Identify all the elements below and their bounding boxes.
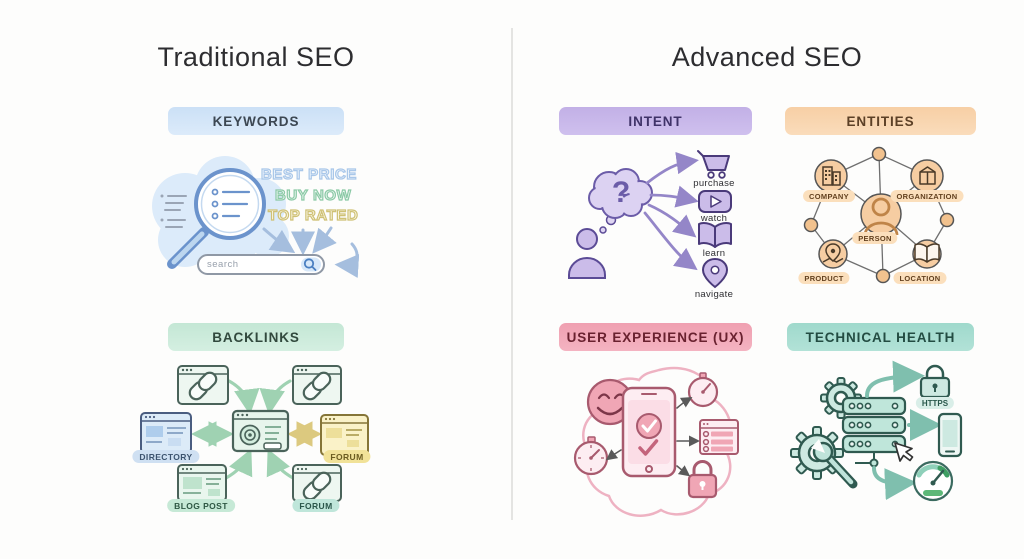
forum-right-label: FORUM [323,450,371,463]
browser-window-forum-right [320,414,369,456]
connector-nodes [803,146,955,284]
chain-link-icon [302,371,332,401]
keywords-art [152,156,360,278]
map-pin-icon [701,257,729,289]
search-icon [303,258,317,271]
text-lines [160,194,187,228]
intent-learn-label: learn [702,248,726,259]
technical-art [790,360,963,502]
directory-label: DIRECTORY [132,450,200,463]
box-icon [919,166,936,185]
ux-illustration [563,356,755,524]
chain-link-icon [302,471,332,501]
serp-term-buy-now: BUY NOW [274,186,352,204]
magnifier-icon [167,168,266,269]
person-icon [568,214,617,279]
browser-window-link-top-right [292,365,342,405]
browser-window-target-site [231,409,290,453]
speedometer-icon [912,460,954,502]
entity-person-label: PERSON [852,232,898,244]
ux-badge: USER EXPERIENCE (UX) [559,323,752,351]
link-arrows [191,379,322,480]
search-bar [197,254,325,275]
intent-art [568,150,732,289]
entity-location-label: LOCATION [893,272,947,284]
cursor-icon [894,442,914,462]
mobile-phone-icon [937,412,963,458]
backlinks-illustration: DIRECTORY FORUM BLOG POST FORUM [113,356,405,526]
stopwatch-icon [687,372,719,408]
entity-company-label: COMPANY [803,190,855,202]
person-node [860,193,902,236]
thought-bubble-icon [588,168,653,219]
entity-product-label: PRODUCT [798,272,850,284]
entities-illustration: COMPANY ORGANIZATION PERSON PRODUCT LOCA… [793,143,975,303]
https-lock-icon [919,364,951,399]
product-node [818,239,848,269]
serp-term-best-price: BEST PRICE [260,165,358,183]
intent-illustration: ? purchase watch learn navigate [563,143,755,305]
bullseye-icon [239,424,261,446]
entity-organization-label: ORGANIZATION [890,190,964,202]
timer-icon [573,436,609,476]
blog-post-label: BLOG POST [167,499,235,512]
smartphone-icon [621,386,677,478]
open-book-icon [698,222,732,248]
browser-window-blog-post [177,464,227,502]
entities-badge: ENTITIES [785,107,976,135]
flow-arrows [865,360,942,501]
person-icon [863,197,899,236]
ux-arrows [605,396,700,477]
browser-window-link-top-left [177,365,229,405]
backlinks-art [140,365,369,502]
chain-link-icon [188,371,218,401]
down-arrows [262,226,360,278]
padlock-icon [687,460,718,499]
center-divider [511,28,513,520]
server-stack-icon [841,396,907,468]
wrench-icon [811,439,858,489]
question-mark: ? [611,176,631,209]
organization-node [910,159,944,193]
shopping-cart-icon [697,150,730,179]
location-node [912,239,942,269]
book-icon [914,243,940,263]
play-icon [698,190,732,213]
browser-window-directory [140,412,192,454]
intent-watch-label: watch [700,213,728,224]
traditional-seo-title: Traditional SEO [157,42,355,72]
technical-health-badge: TECHNICAL HEALTH [787,323,974,351]
forum-bottom-label: FORUM [292,499,340,512]
backlinks-badge: BACKLINKS [168,323,344,351]
product-map-pin-icon [822,243,844,263]
list-panel-icon [699,419,739,455]
ux-art [573,366,739,517]
advanced-seo-title: Advanced SEO [671,42,863,72]
serp-term-top-rated: TOP RATED [267,206,359,224]
intent-arrows [643,151,699,271]
intent-navigate-label: navigate [694,289,734,300]
keywords-illustration: BEST PRICE BUY NOW TOP RATED search [128,140,412,296]
company-node [814,159,848,193]
browser-window-forum-bottom [292,464,342,502]
intent-badge: INTENT [559,107,752,135]
intent-purchase-label: purchase [693,178,735,189]
https-label: HTTPS [915,397,955,409]
building-icon [822,166,841,186]
technical-health-illustration: HTTPS [789,356,987,524]
search-input: search [207,259,239,270]
keywords-badge: KEYWORDS [168,107,344,135]
smiley-icon [586,378,634,426]
